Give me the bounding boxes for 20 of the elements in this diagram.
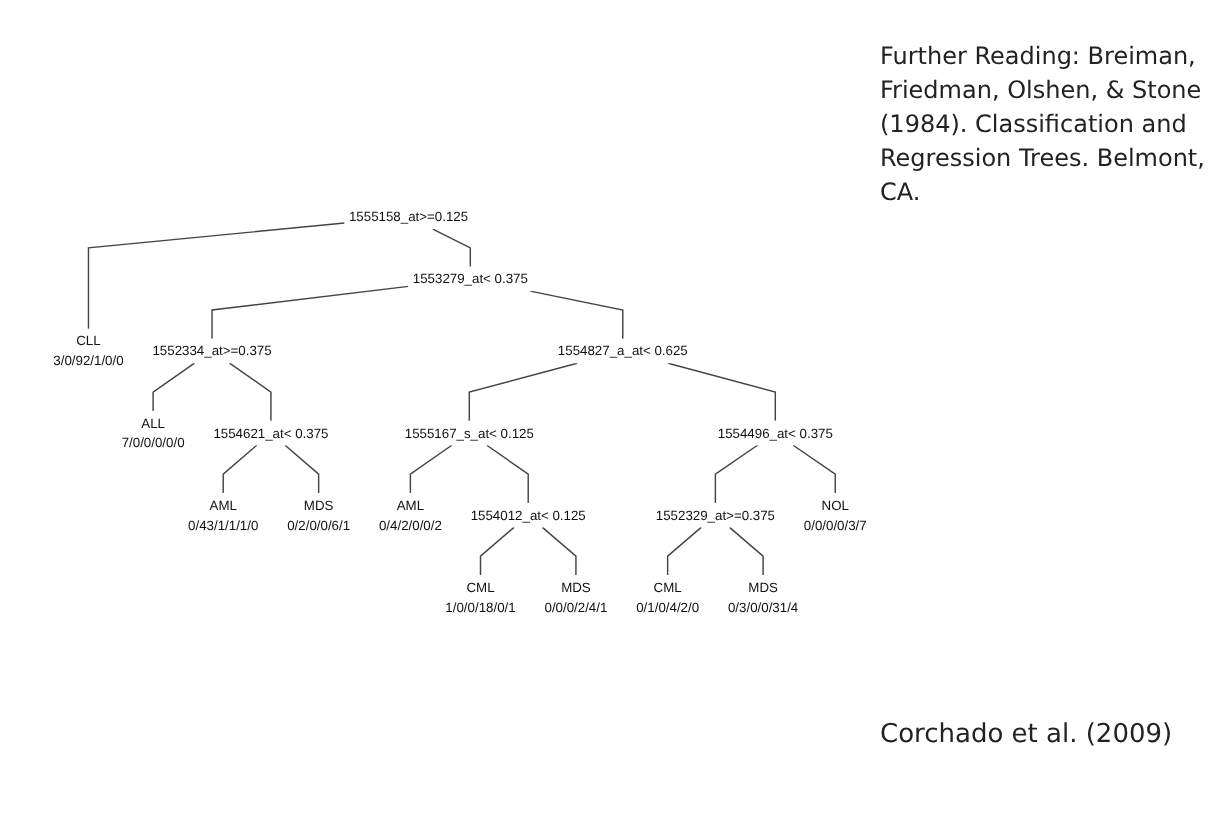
connector <box>728 526 764 576</box>
connector <box>432 228 472 268</box>
source-citation: Corchado et al. (2009) <box>880 720 1175 750</box>
connector <box>667 362 777 422</box>
connector <box>666 526 702 576</box>
connector <box>87 222 346 330</box>
connector <box>284 444 320 494</box>
connector <box>486 444 529 504</box>
connector <box>541 526 577 576</box>
connector <box>468 362 578 422</box>
connector <box>479 526 515 576</box>
connector <box>222 444 258 494</box>
connector <box>409 444 453 494</box>
reference-note: Further Reading: Breiman, Friedman, Olshen, & Stone (1984). Classification and Regression Trees. Belmont, CA. <box>880 40 1207 210</box>
connector <box>152 362 196 412</box>
connector <box>529 290 624 340</box>
connector <box>228 362 272 422</box>
connector <box>792 444 836 494</box>
connector <box>714 444 759 504</box>
connector <box>211 285 410 340</box>
